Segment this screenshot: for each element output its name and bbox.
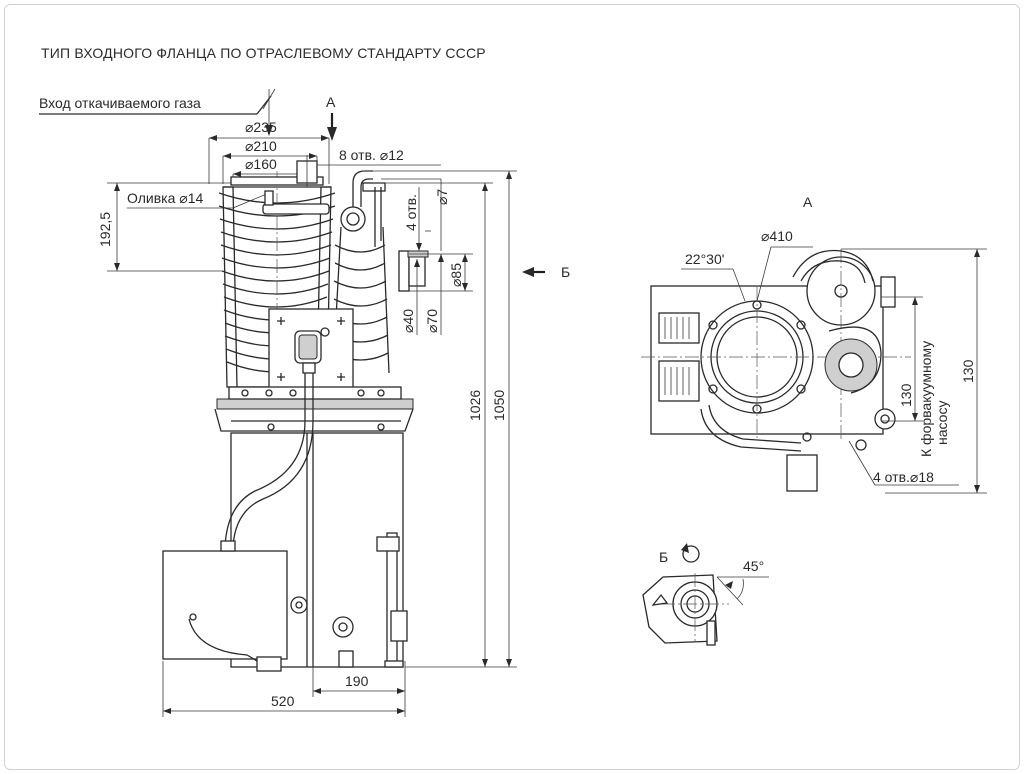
view-b-arrow-label: Б xyxy=(561,264,570,280)
view-a-arrow-label: А xyxy=(326,94,336,110)
inlet-label: Вход откачиваемого газа xyxy=(39,95,201,111)
dim-h1050: 1050 xyxy=(491,390,507,421)
view-b-label: Б xyxy=(659,549,668,565)
main-flange-plate xyxy=(214,386,414,432)
view-b: Б 45° xyxy=(642,543,769,646)
holes-top-label: 8 отв. ⌀12 xyxy=(339,147,404,163)
dim-192-5: 192,5 xyxy=(97,182,231,272)
oil-fill-label: Оливка ⌀14 xyxy=(127,190,203,206)
dim-d210: ⌀210 xyxy=(245,138,277,154)
drawing-frame: ТИП ВХОДНОГО ФЛАНЦА ПО ОТРАСЛЕВОМУ СТАНД… xyxy=(4,4,1020,770)
inlet-leader: Вход откачиваемого газа xyxy=(39,88,276,136)
outlet-dims: ⌀85 ⌀40 ⌀70 xyxy=(400,253,473,335)
dim-d40: ⌀40 xyxy=(400,309,416,333)
bottom-dimensions: 190 520 xyxy=(162,661,406,717)
dim-d410: ⌀410 xyxy=(761,228,793,244)
angle-22-30: 22°30' xyxy=(685,251,724,267)
dim-d70: ⌀70 xyxy=(424,309,440,333)
dim-h192: 192,5 xyxy=(97,212,113,247)
holes-side-label: 4 отв. xyxy=(403,194,419,231)
oil-fill-leader: Оливка ⌀14 xyxy=(127,190,270,209)
cable xyxy=(220,373,314,552)
top-flange xyxy=(230,155,324,187)
view-a-label: А xyxy=(803,194,813,210)
dim-130-inner: 130 xyxy=(898,383,914,407)
flange-dimensions: ⌀235 ⌀210 ⌀160 8 отв. ⌀12 xyxy=(208,119,441,184)
dim-w190: 190 xyxy=(345,673,369,689)
view-a: А xyxy=(641,194,987,494)
main-view: Вход откачиваемого газа А Б ⌀ xyxy=(39,88,570,717)
view-b-arrow: Б xyxy=(522,264,570,280)
holes-4-d18: 4 отв.⌀18 xyxy=(873,469,934,485)
forevac-label-1: К форвакуумному xyxy=(918,341,934,457)
dim-h1026: 1026 xyxy=(467,390,483,421)
dim-d160: ⌀160 xyxy=(245,156,277,172)
drawing-title: ТИП ВХОДНОГО ФЛАНЦА ПО ОТРАСЛЕВОМУ СТАНД… xyxy=(41,45,486,61)
height-dimensions: 1026 1050 xyxy=(361,170,517,668)
dim-d235: ⌀235 xyxy=(245,119,277,135)
dim-d85: ⌀85 xyxy=(448,263,464,287)
junction-box xyxy=(162,550,288,672)
dim-130-outer: 130 xyxy=(960,359,976,383)
mounting-plate xyxy=(268,308,354,390)
view-a-arrow: А xyxy=(326,94,337,141)
technical-drawing: Вход откачиваемого газа А Б ⌀ xyxy=(39,88,987,717)
dim-d7: ⌀7 xyxy=(434,189,450,205)
dim-w520: 520 xyxy=(271,693,295,709)
side-outlet-flange: 4 отв. ⌀7 xyxy=(381,178,450,292)
angle-45: 45° xyxy=(743,558,764,574)
oil-fill-tube xyxy=(262,190,330,215)
forevac-label-2: насосу xyxy=(934,401,950,445)
